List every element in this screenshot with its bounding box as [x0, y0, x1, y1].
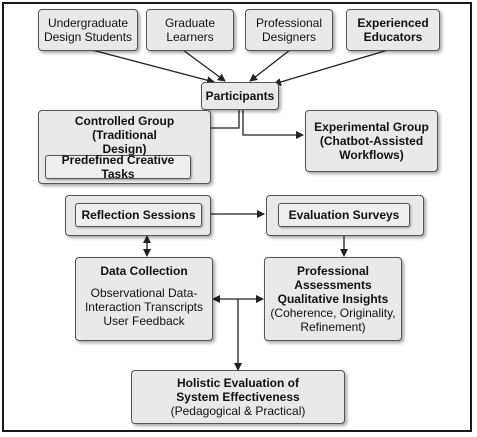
participants-label: Participants [205, 89, 275, 103]
graduate-line1: Graduate [164, 16, 216, 30]
predefined-tasks-label: Predefined Creative Tasks [61, 153, 175, 181]
holistic-subtitle: (Pedagogical & Practical) [170, 404, 306, 418]
controlled-line3: Design) [102, 142, 147, 156]
professional-line1: Professional [255, 16, 323, 30]
arrow-educators-participants [273, 49, 389, 86]
predefined-tasks-box: Predefined Creative Tasks [45, 153, 191, 181]
arrow-undergrad-participants [91, 49, 215, 85]
graduate-line2: Learners [166, 30, 214, 44]
line-participants-controlled [211, 110, 240, 129]
evaluation-surveys-box: Evaluation Surveys [278, 203, 410, 227]
assessments-line1: Professional [296, 264, 370, 278]
arrow-professional-participants [249, 49, 291, 82]
data-collection-line3: User Feedback [103, 314, 185, 328]
participants-box: Participants [201, 82, 279, 110]
data-collection-box: Data Collection Observational Data- Inte… [75, 257, 213, 341]
data-collection-line2: Interaction Transcripts [84, 300, 204, 314]
undergrad-line1: Undergraduate [47, 16, 129, 30]
professional-assessments-box: Professional Assessments Qualitative Ins… [264, 257, 402, 341]
arrow-participants-experimental [242, 110, 304, 139]
experimental-line3: Workflows) [339, 148, 404, 162]
undergrad-line2: Design Students [43, 30, 133, 44]
experimental-line1: Experimental Group [314, 120, 429, 134]
reflection-sessions-label: Reflection Sessions [81, 208, 196, 222]
graduate-learners-box: Graduate Learners [146, 9, 234, 51]
professional-designers-box: Professional Designers [245, 9, 333, 51]
experimental-line2: (Chatbot-Assisted [319, 134, 424, 148]
experimental-group-box: Experimental Group (Chatbot-Assisted Wor… [305, 110, 438, 172]
holistic-line1: Holistic Evaluation of [176, 376, 299, 390]
undergrad-students-box: Undergraduate Design Students [38, 9, 138, 51]
holistic-evaluation-box: Holistic Evaluation of System Effectiven… [131, 370, 345, 424]
professional-line2: Designers [261, 30, 317, 44]
holistic-line2: System Effectiveness [176, 390, 300, 404]
educators-line1: Experienced [357, 16, 429, 30]
data-collection-title: Data Collection [100, 264, 188, 278]
assessments-detail2: Refinement) [300, 320, 366, 334]
controlled-line1: Controlled Group [74, 114, 175, 128]
assessments-detail1: (Coherence, Originality, [270, 306, 396, 320]
reflection-sessions-box: Reflection Sessions [75, 203, 202, 227]
assessments-line2: Assessments [294, 278, 372, 292]
experienced-educators-box: Experienced Educators [346, 9, 440, 51]
assessments-line3: Qualitative Insights [277, 292, 389, 306]
evaluation-surveys-label: Evaluation Surveys [288, 208, 400, 222]
arrow-graduate-participants [182, 49, 226, 82]
educators-line2: Educators [363, 30, 423, 44]
controlled-line2: (Traditional [92, 128, 157, 142]
data-collection-line1: Observational Data- [90, 286, 198, 300]
